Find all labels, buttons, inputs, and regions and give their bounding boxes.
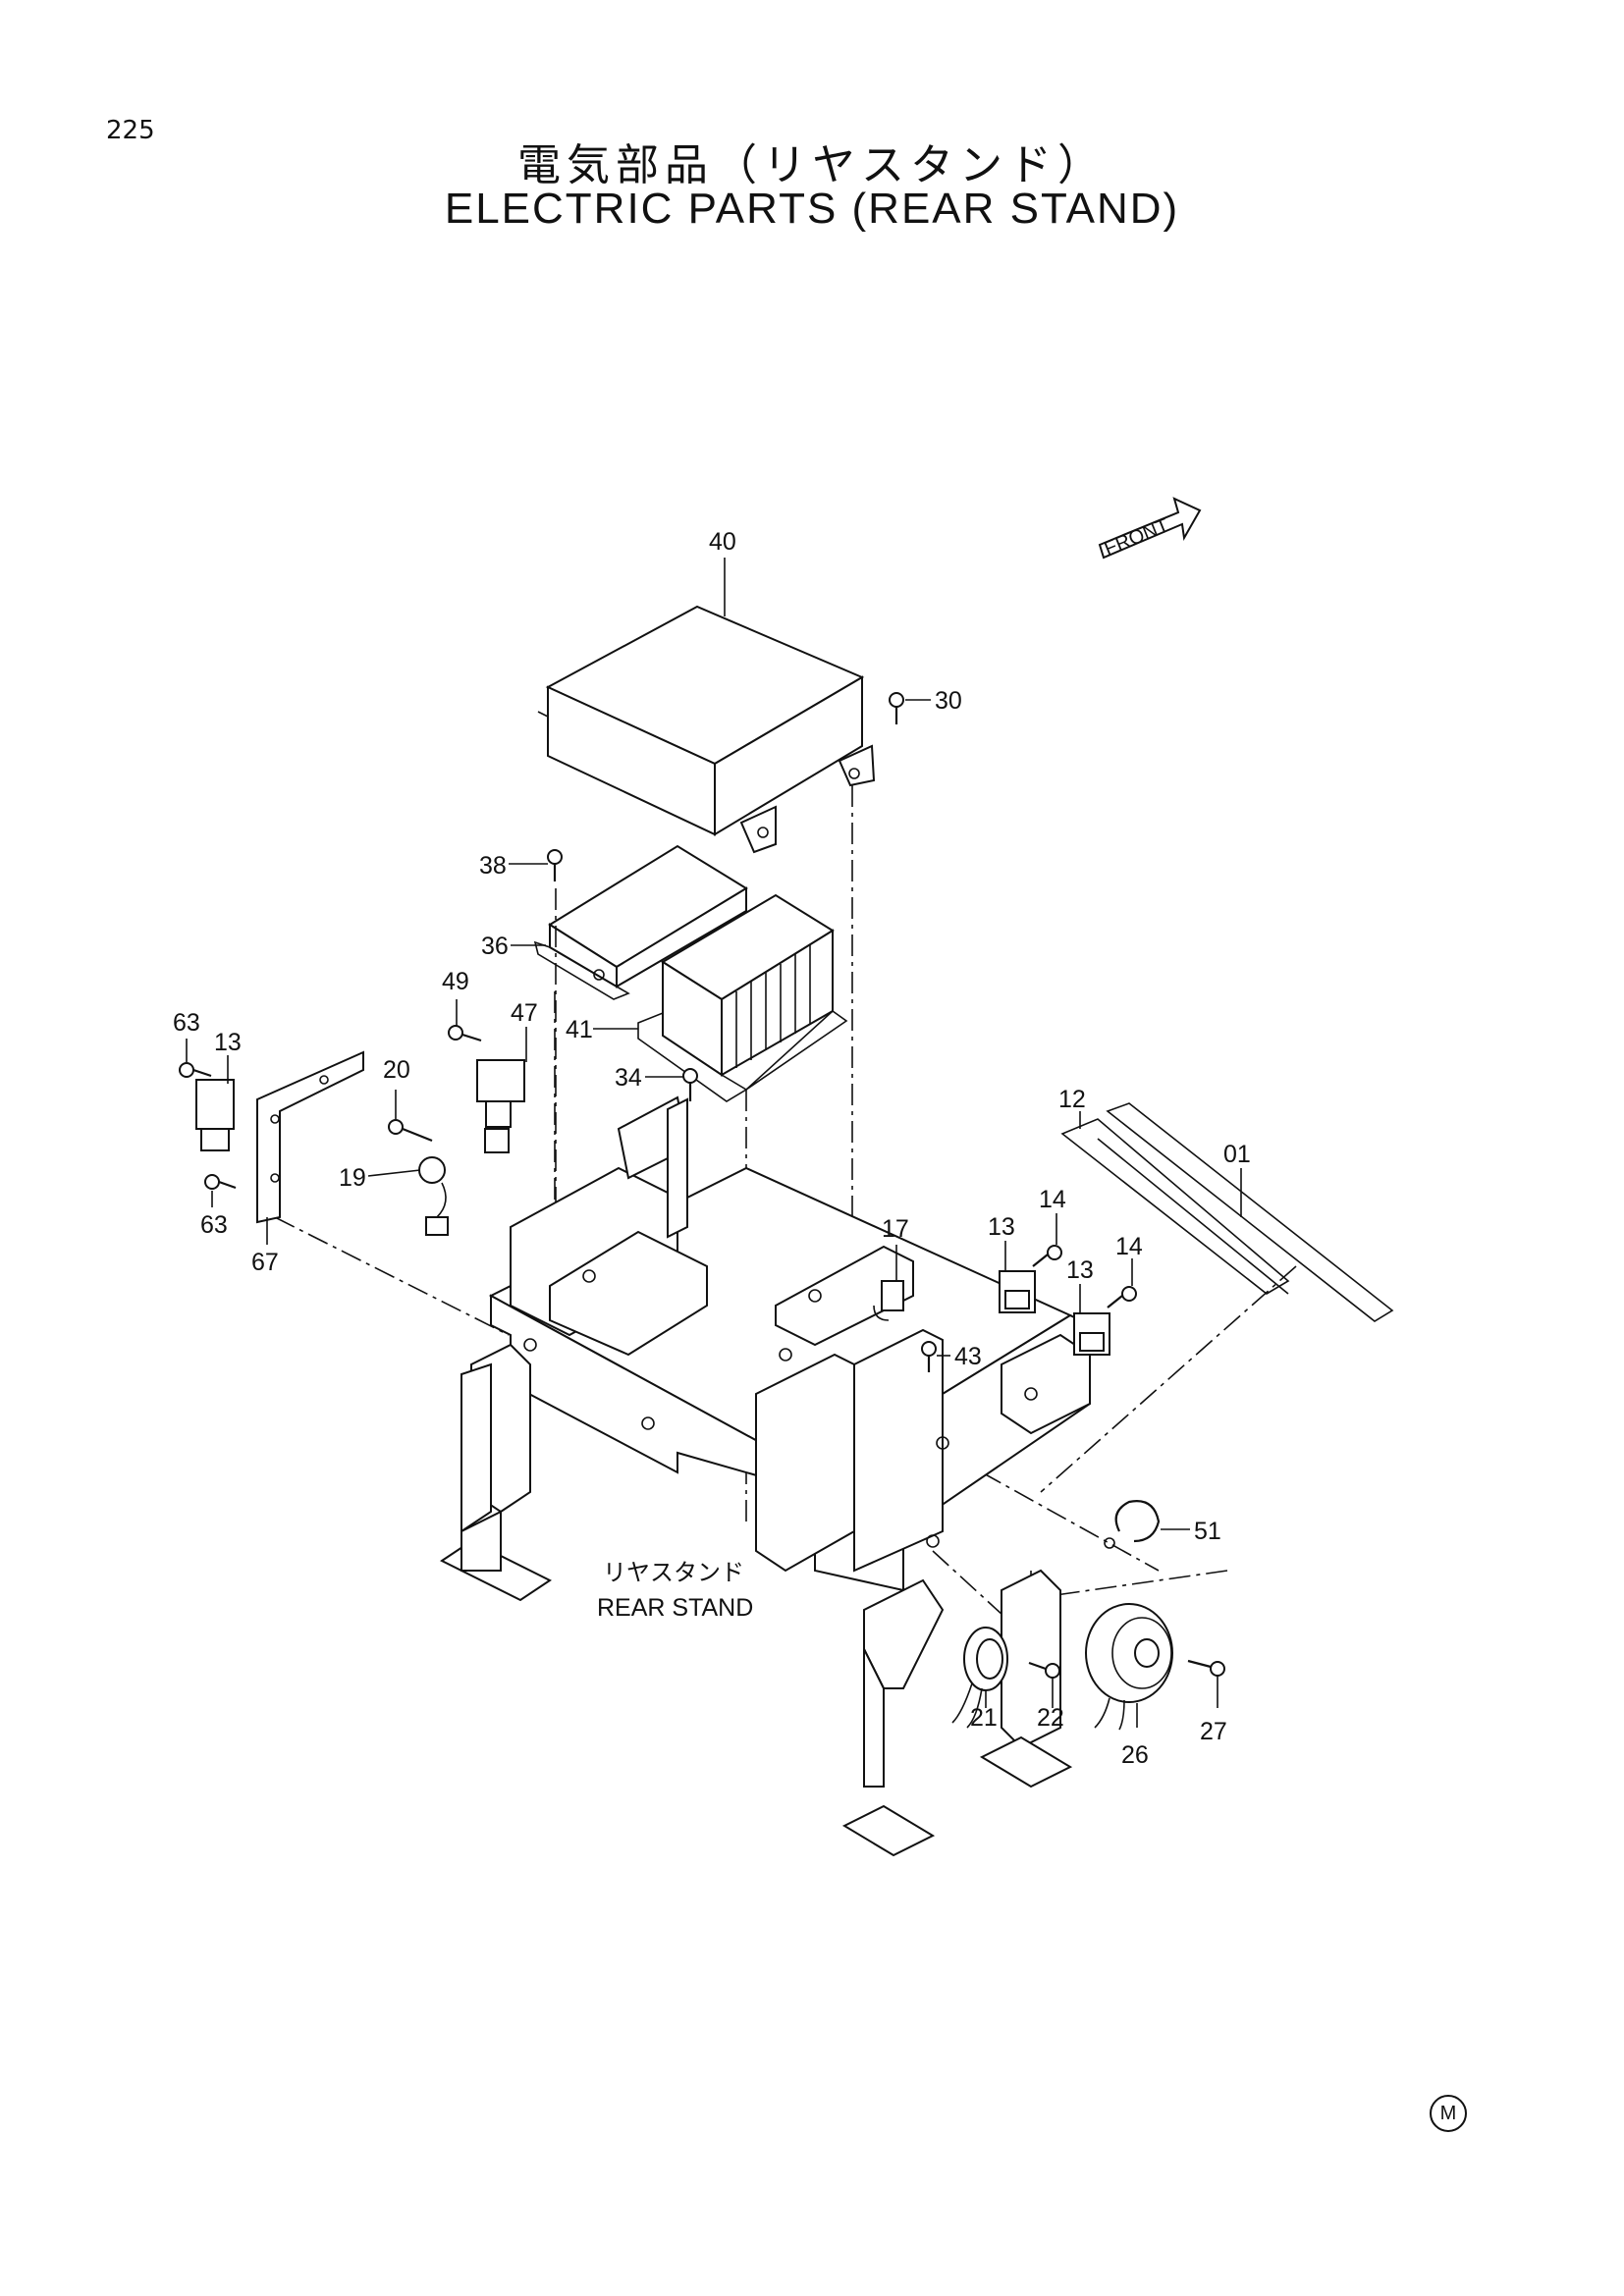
callout-27: 27 — [1200, 1718, 1227, 1745]
relay-47 — [476, 1059, 525, 1153]
sensor-19 — [418, 1156, 449, 1236]
bolt-left-upper — [179, 1062, 212, 1078]
callout-01: 01 — [1223, 1141, 1251, 1168]
sub-control-unit — [533, 844, 748, 1000]
part-callouts: 40 30 38 36 49 47 41 34 63 13 20 19 63 6… — [173, 528, 1251, 1769]
leader-lines — [186, 558, 1242, 1728]
callout-22: 22 — [1037, 1704, 1064, 1732]
callout-67: 67 — [251, 1249, 279, 1276]
front-arrow-icon: FRONT — [1098, 497, 1202, 561]
harness-strips — [1060, 1102, 1394, 1322]
page-title-english: ELECTRIC PARTS (REAR STAND) — [444, 185, 1180, 233]
callout-13-right-lower: 13 — [1066, 1256, 1094, 1284]
bolt-14-upper — [1032, 1245, 1062, 1267]
bolt-49 — [448, 1025, 482, 1042]
bolt-43 — [921, 1341, 937, 1372]
callout-34: 34 — [615, 1064, 642, 1092]
component-17 — [873, 1280, 904, 1321]
bolt-27 — [1187, 1659, 1225, 1677]
callout-63-lower: 63 — [200, 1211, 228, 1239]
callout-20: 20 — [383, 1056, 410, 1084]
callout-40: 40 — [709, 528, 736, 556]
rear-stand-frame — [440, 1095, 1091, 1857]
callout-47: 47 — [511, 999, 538, 1027]
page-title-japanese: 電気部品（リヤスタンド） — [517, 140, 1107, 190]
controller-box — [537, 605, 876, 854]
bolt-30 — [889, 692, 904, 724]
callout-12: 12 — [1058, 1086, 1086, 1113]
bolt-38 — [547, 849, 563, 881]
callout-14-lower: 14 — [1115, 1233, 1143, 1260]
callout-49: 49 — [442, 968, 469, 995]
callout-26: 26 — [1121, 1741, 1149, 1769]
bolt-14-lower — [1107, 1286, 1137, 1308]
callout-36: 36 — [481, 933, 509, 960]
callout-14-upper: 14 — [1039, 1186, 1066, 1213]
clip-51 — [1104, 1500, 1161, 1549]
callout-13-left: 13 — [214, 1029, 242, 1056]
callout-43: 43 — [954, 1343, 982, 1370]
callout-21: 21 — [970, 1704, 998, 1732]
callout-41: 41 — [566, 1016, 593, 1043]
callout-30: 30 — [935, 687, 962, 715]
footer-mark: M — [1430, 2095, 1467, 2132]
callout-17: 17 — [882, 1215, 909, 1243]
callout-63-upper: 63 — [173, 1009, 200, 1037]
callout-13-right-upper: 13 — [988, 1213, 1015, 1241]
callout-19: 19 — [339, 1164, 366, 1192]
callout-51: 51 — [1194, 1518, 1221, 1545]
heatsink-unit — [637, 893, 848, 1102]
front-arrow-label: FRONT — [1102, 514, 1172, 560]
relay-right-lower — [1073, 1312, 1110, 1356]
page-number: 225 — [106, 116, 155, 145]
relay-right-upper — [999, 1270, 1036, 1313]
horn-21 — [951, 1627, 1008, 1729]
bolt-34 — [682, 1068, 698, 1101]
horn-26 — [1085, 1603, 1173, 1731]
rear-stand-label-english: REAR STAND — [597, 1594, 753, 1622]
relay-left — [195, 1079, 235, 1151]
bolt-left-lower — [204, 1174, 237, 1190]
bolt-20 — [388, 1119, 433, 1143]
callout-38: 38 — [479, 852, 507, 880]
relay-bracket — [256, 1050, 364, 1224]
rear-stand-label-japanese: リヤスタンド — [603, 1559, 744, 1586]
